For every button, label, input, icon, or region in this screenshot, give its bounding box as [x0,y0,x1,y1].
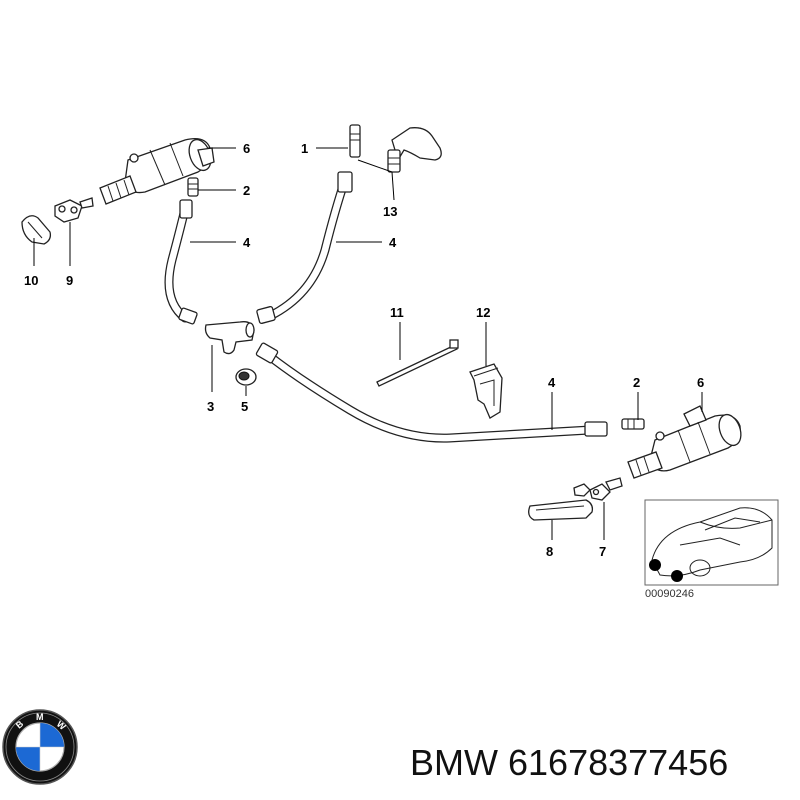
leader-lines [33,147,703,540]
t-piece [204,321,255,355]
hose-long [255,342,608,443]
callout-2-left: 2 [243,183,250,198]
cover-cap-left [21,215,52,245]
callout-7: 7 [599,544,606,559]
connector-right [621,418,645,430]
hose-clamp [235,368,257,386]
bmw-logo-letter-m: M [36,712,44,722]
callout-4-bottom: 4 [548,375,556,390]
hose-left [164,199,198,325]
cover-strip-right [528,499,594,521]
clip-bracket-left [54,197,94,223]
clip-set-right [573,477,623,501]
callout-10: 10 [24,273,38,288]
holder-clip [469,363,503,419]
callout-3: 3 [207,399,214,414]
callout-12: 12 [476,305,490,320]
callout-11: 11 [390,305,404,320]
callout-6-right: 6 [697,375,704,390]
washer-nozzle-left [99,137,215,205]
part-number: 61678377456 [508,742,729,783]
connector-left [187,177,199,197]
connector-top-middle [349,124,361,158]
washer-nozzle-right [627,405,742,479]
callout-5: 5 [241,399,248,414]
callout-1: 1 [301,141,308,156]
callout-13: 13 [383,204,397,219]
callout-2-right: 2 [633,375,640,390]
callout-9: 8 [546,544,553,559]
bmw-logo-letter-b: B [14,718,26,730]
callout-6-left: 6 [243,141,250,156]
callout-4-middle: 4 [389,235,397,250]
bmw-logo: B M W [2,709,78,785]
car-thumbnail [644,499,779,586]
elbow-connector [387,127,442,173]
reference-code: 00090246 [645,588,694,600]
cable-tie [376,339,459,387]
brand-name: BMW [410,742,498,783]
callout-4-left: 4 [243,235,251,250]
hose-middle [256,171,353,325]
callout-8: 9 [66,273,73,288]
part-number-label: BMW 61678377456 [410,738,790,788]
